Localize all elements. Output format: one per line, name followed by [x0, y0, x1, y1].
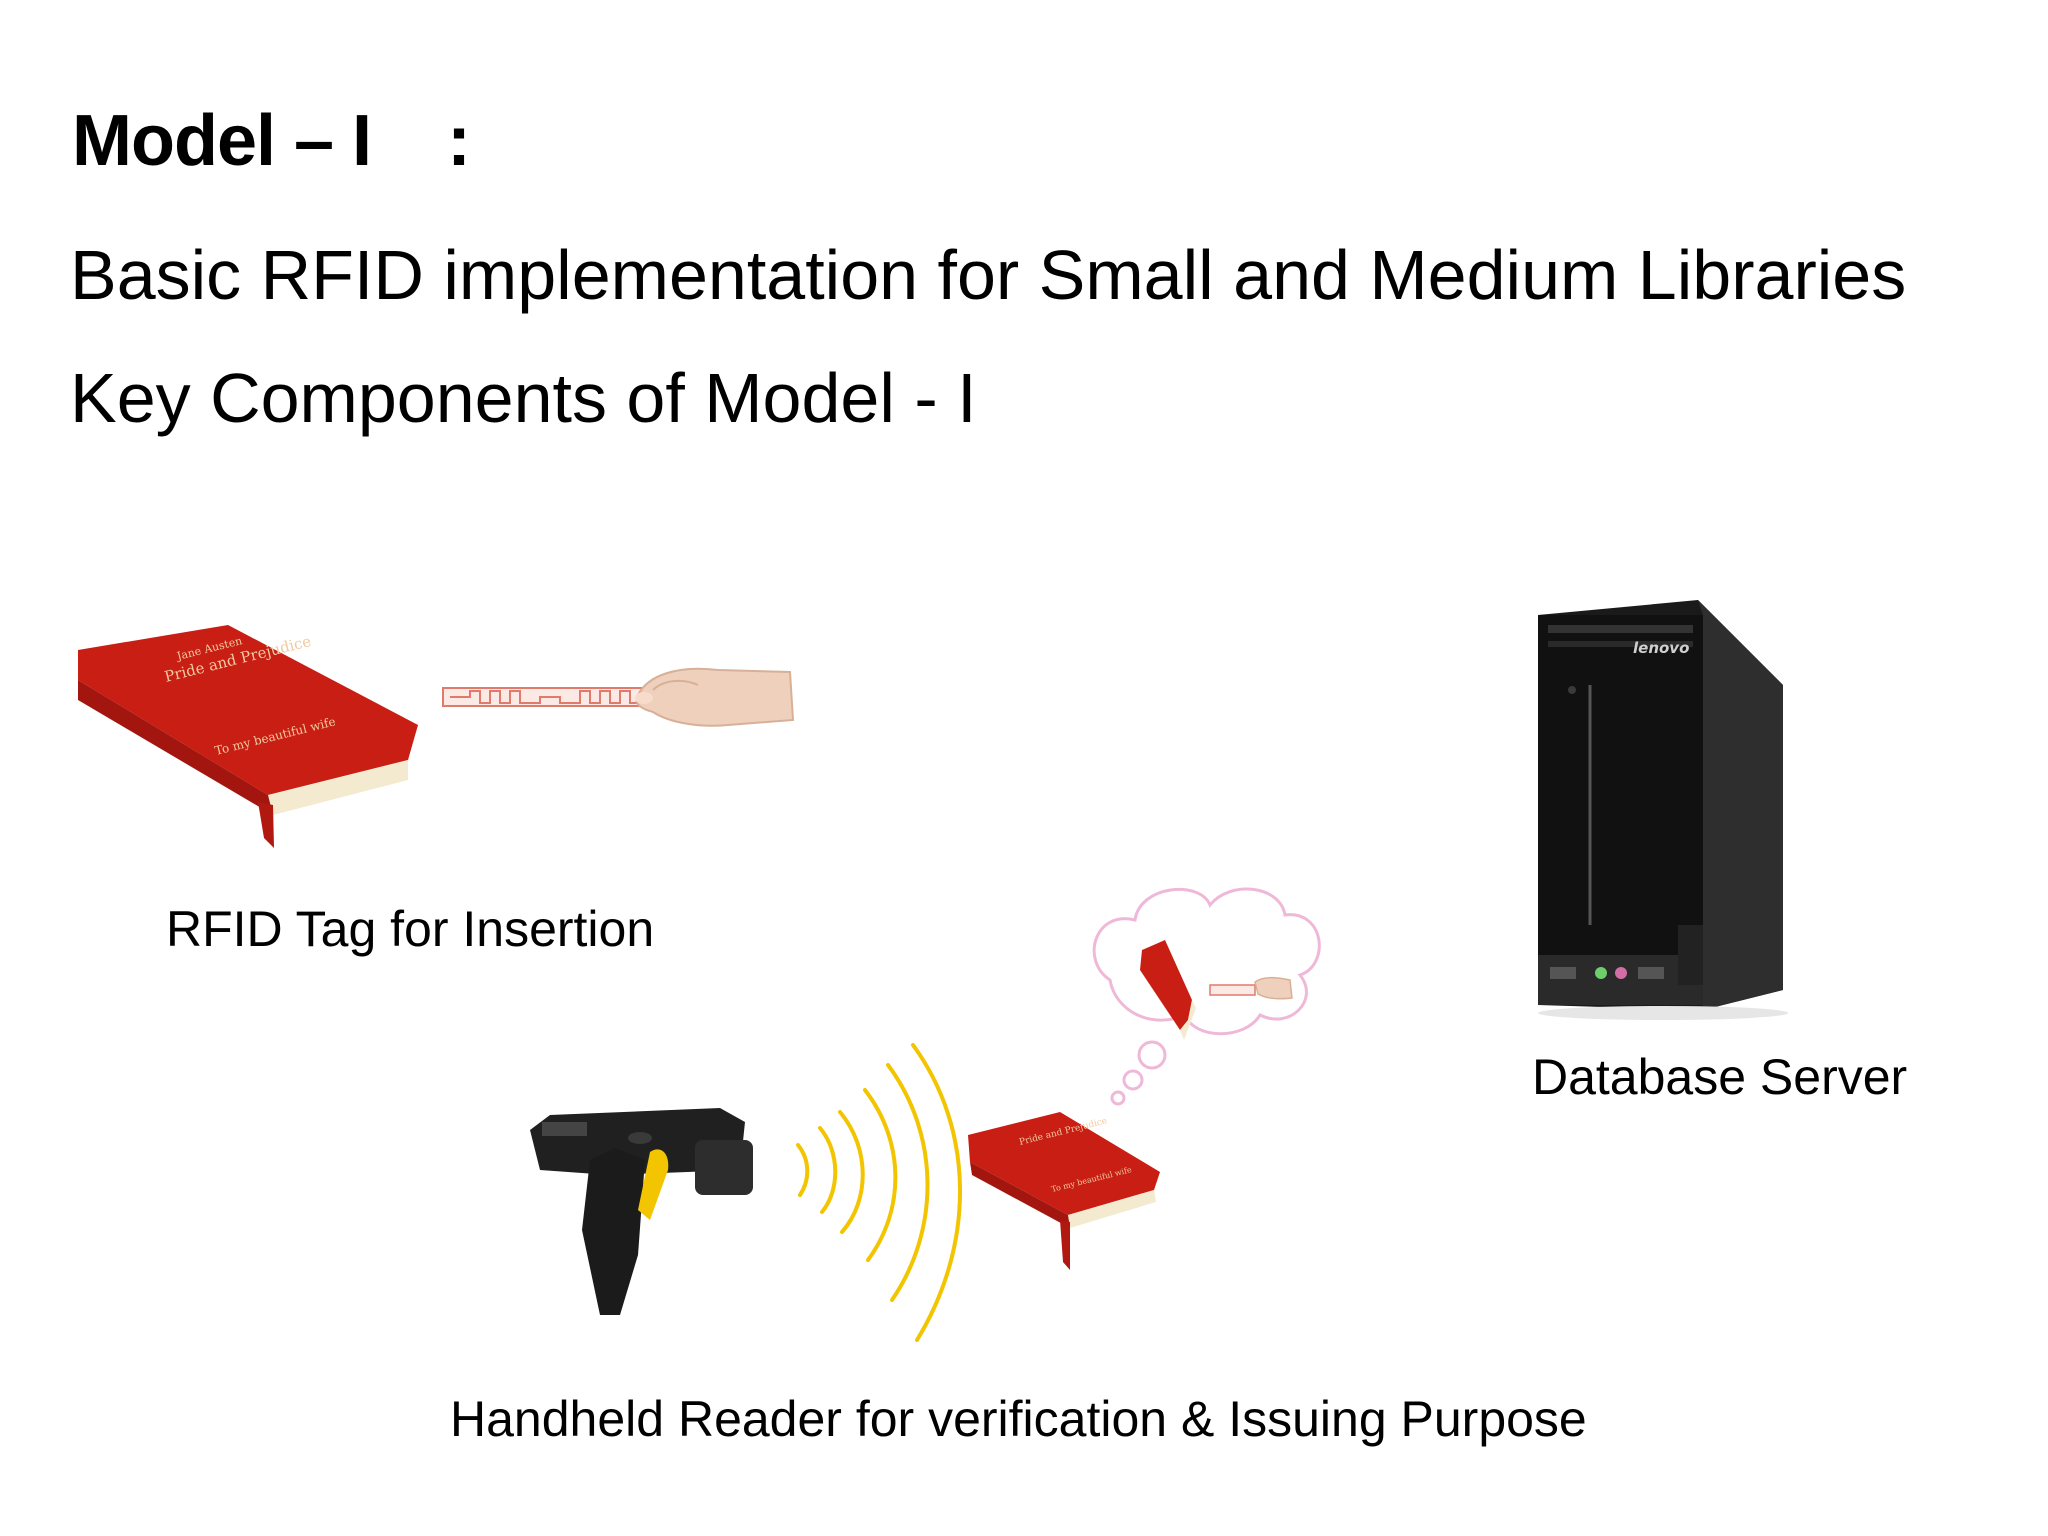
- slide-subtitle: Basic RFID implementation for Small and …: [70, 235, 1906, 315]
- handheld-reader-icon: [530, 1108, 753, 1315]
- server-tower-icon: lenovo: [1538, 600, 1788, 1020]
- database-server-illustration: lenovo: [1528, 595, 1798, 1020]
- rfid-tag-illustration: Jane Austen Pride and Prejudice To my be…: [78, 620, 808, 860]
- radio-wave-icon: [798, 1045, 960, 1340]
- handheld-reader-figure: Pride and Prejudice To my beautiful wife: [520, 890, 1370, 1350]
- server-caption: Database Server: [1532, 1048, 1907, 1106]
- components-heading: Key Components of Model - I: [70, 358, 977, 438]
- reader-caption: Handheld Reader for verification & Issui…: [450, 1390, 1587, 1448]
- server-brand-text: lenovo: [1633, 639, 1689, 657]
- handheld-reader-illustration: Pride and Prejudice To my beautiful wife: [520, 890, 1370, 1350]
- hand-icon: [635, 669, 793, 726]
- scanned-book-icon: Pride and Prejudice To my beautiful wife: [968, 1112, 1160, 1270]
- red-book-icon: Jane Austen Pride and Prejudice To my be…: [78, 625, 418, 848]
- rfid-tag-icon: [443, 688, 645, 706]
- rfid-tag-figure: Jane Austen Pride and Prejudice To my be…: [78, 620, 808, 860]
- slide-title: Model – I :: [72, 100, 470, 182]
- server-tower-figure: lenovo: [1528, 595, 1798, 1020]
